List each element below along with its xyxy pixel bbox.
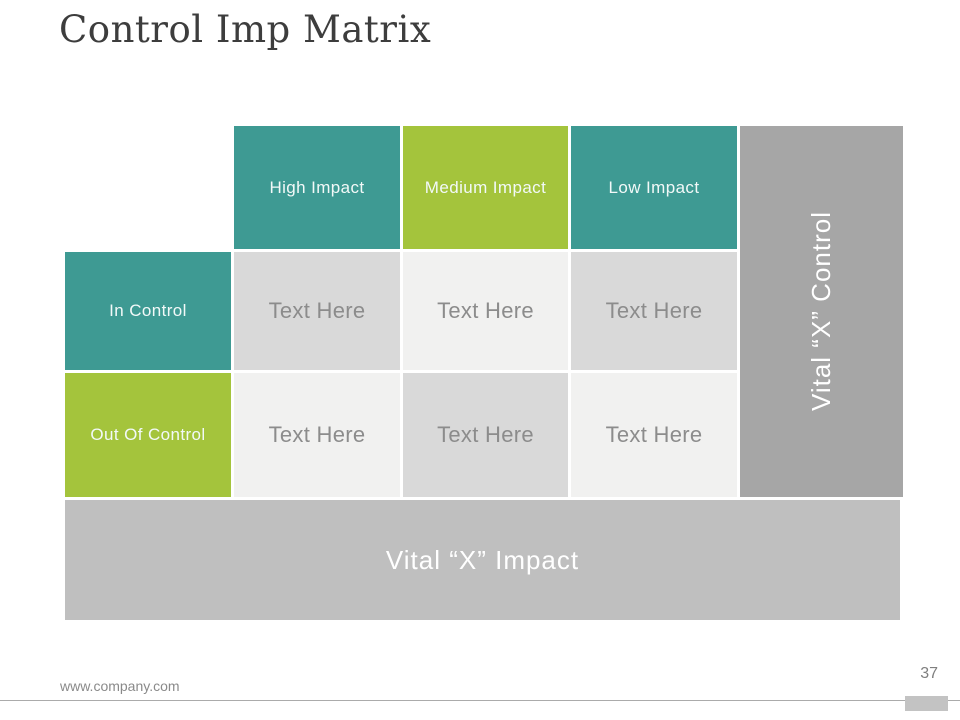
- matrix-cell-r1c3: Text Here: [571, 252, 737, 370]
- cell-placeholder-text: Text Here: [605, 422, 703, 447]
- cell-placeholder-text: Text Here: [437, 298, 534, 323]
- column-header-high-impact: High Impact: [234, 126, 400, 249]
- row-header-label: Out Of Control: [90, 425, 206, 444]
- page-number: 37: [920, 665, 938, 682]
- matrix-cell-r2c3: Text Here: [571, 373, 737, 497]
- matrix-cell-r1c2: Text Here: [403, 252, 568, 370]
- matrix-corner-spacer: [65, 126, 231, 249]
- bottom-axis-label: Vital “X” Impact: [385, 544, 580, 575]
- column-header-low-impact: Low Impact: [571, 126, 737, 249]
- matrix-cell-r1c1: Text Here: [234, 252, 400, 370]
- column-header-label: High Impact: [269, 177, 365, 197]
- right-axis-bar: Vital “X” Control: [740, 126, 903, 497]
- slide-title: Control Imp Matrix: [59, 8, 432, 51]
- footer-divider: [0, 700, 960, 701]
- matrix-cell-r2c1: Text Here: [234, 373, 400, 497]
- row-header-in-control: In Control: [65, 252, 231, 370]
- column-header-label: Low Impact: [608, 177, 700, 197]
- page-number-tab: [905, 696, 948, 711]
- row-header-label: In Control: [109, 301, 187, 320]
- cell-placeholder-text: Text Here: [437, 422, 534, 447]
- cell-placeholder-text: Text Here: [268, 422, 366, 447]
- column-header-medium-impact: Medium Impact: [403, 126, 568, 249]
- matrix-cell-r2c2: Text Here: [403, 373, 568, 497]
- cell-placeholder-text: Text Here: [605, 298, 703, 323]
- row-header-out-of-control: Out Of Control: [65, 373, 231, 497]
- cell-placeholder-text: Text Here: [268, 298, 366, 323]
- control-impact-matrix: High Impact Medium Impact Low Impact Vit…: [65, 126, 903, 497]
- column-header-label: Medium Impact: [424, 177, 547, 197]
- footer-url-link[interactable]: www.company.com: [60, 678, 180, 694]
- bottom-axis-bar: Vital “X” Impact: [65, 500, 900, 620]
- right-axis-label: Vital “X” Control: [806, 211, 836, 412]
